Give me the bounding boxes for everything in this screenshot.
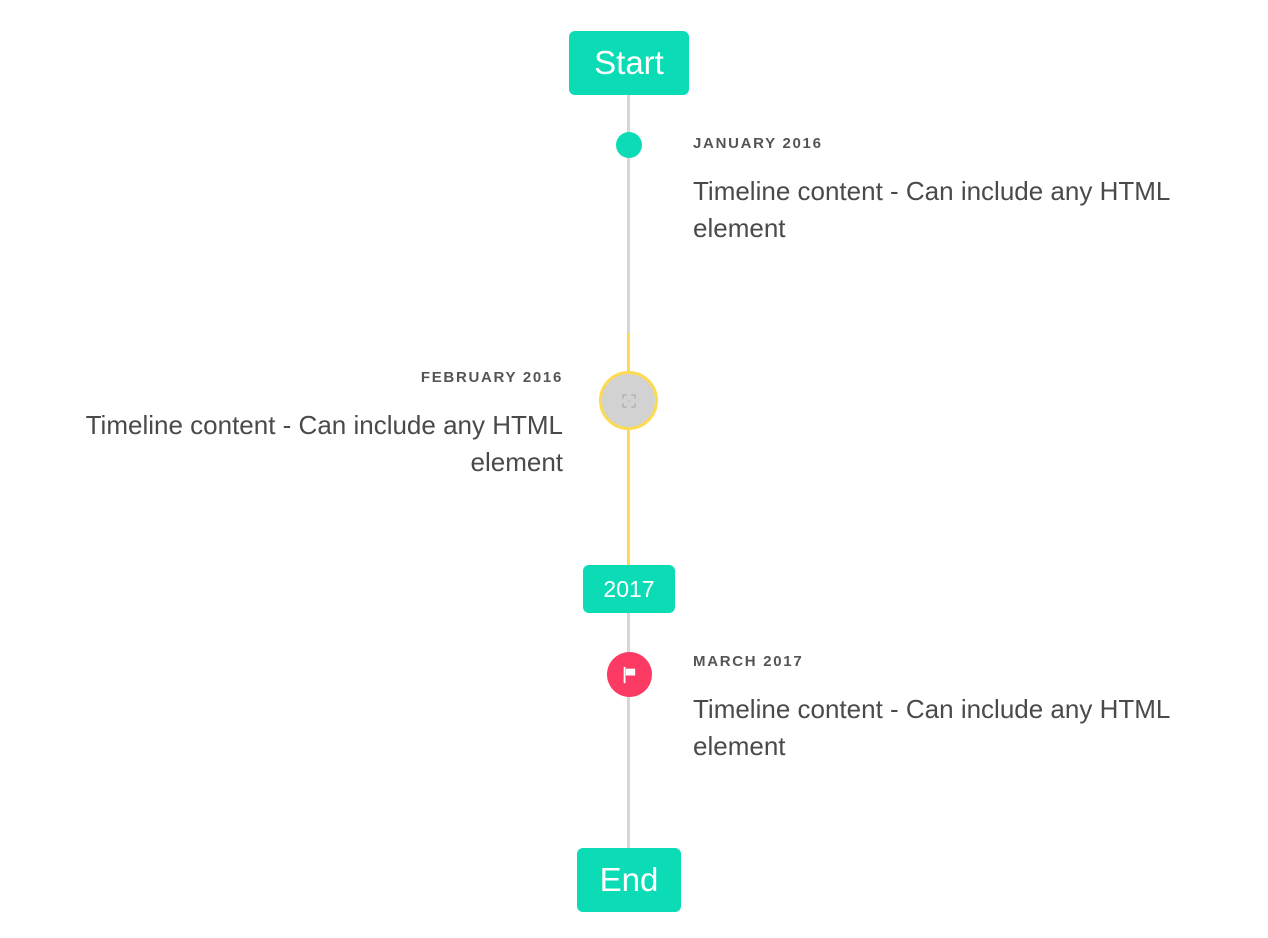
timeline-marker-image-february[interactable] — [599, 371, 658, 430]
timeline-entry-january: January 2016 Timeline content - Can incl… — [693, 136, 1233, 247]
timeline-rail-top — [627, 95, 630, 333]
timeline-entry-body: Timeline content - Can include any HTML … — [693, 694, 1170, 761]
timeline-entry-march: March 2017 Timeline content - Can includ… — [693, 654, 1233, 765]
timeline-start-label: Start — [594, 44, 664, 81]
timeline-marker-flag-march[interactable] — [607, 652, 652, 697]
timeline-entry-body: Timeline content - Can include any HTML … — [693, 176, 1170, 243]
timeline-marker-dot-january[interactable] — [616, 132, 642, 158]
timeline-end-badge[interactable]: End — [577, 848, 681, 912]
flag-icon — [623, 666, 635, 683]
timeline-entry-body: Timeline content - Can include any HTML … — [85, 410, 563, 477]
timeline-year-badge[interactable]: 2017 — [583, 565, 675, 613]
timeline-entry-label: March 2017 — [693, 653, 804, 670]
timeline-rail-highlight — [627, 333, 630, 565]
timeline-end-label: End — [599, 861, 659, 898]
timeline-rail-bottom — [627, 613, 630, 855]
timeline-year-label: 2017 — [603, 575, 655, 602]
timeline-entry-label: February 2016 — [420, 369, 563, 386]
timeline-start-badge[interactable]: Start — [569, 31, 689, 95]
broken-image-icon — [621, 393, 636, 408]
timeline-entry-label: January 2016 — [693, 135, 823, 152]
timeline-entry-february: February 2016 Timeline content - Can inc… — [23, 370, 563, 481]
